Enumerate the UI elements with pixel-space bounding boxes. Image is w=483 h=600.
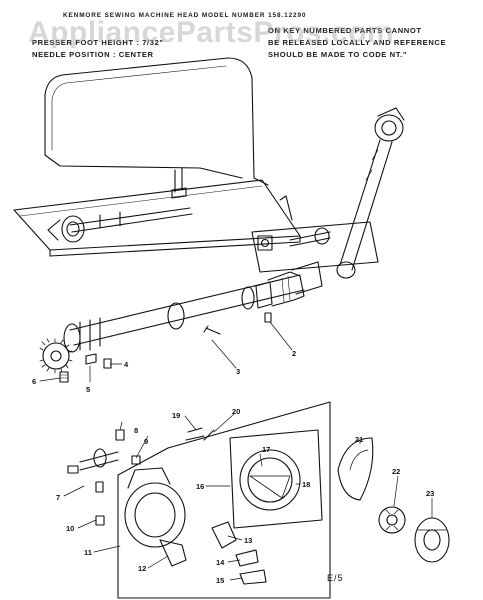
- callout-17: 17: [262, 445, 270, 454]
- diagram-title: KENMORE SEWING MACHINE HEAD MODEL NUMBER…: [63, 12, 307, 19]
- arm-shaft-view: [47, 207, 193, 243]
- callout-11: 11: [84, 548, 92, 557]
- callout-18: 18: [302, 480, 310, 489]
- reference-note-line-2: BE RELEASED LOCALLY AND REFERENCE: [268, 38, 447, 47]
- needle-position-note: NEEDLE POSITION : CENTER: [32, 50, 154, 59]
- callout-3: 3: [236, 367, 240, 376]
- callout-9: 9: [144, 437, 148, 446]
- reference-note-line-3: SHOULD BE MADE TO CODE NT.": [268, 50, 408, 59]
- callout-14: 14: [216, 558, 225, 567]
- presser-foot-note: PRESSER FOOT HEIGHT : 7/32": [32, 38, 164, 47]
- hook-assembly-frame: [67, 401, 331, 599]
- hook-drive-shaft: [39, 261, 323, 374]
- callout-8: 8: [134, 426, 138, 435]
- inset-view: [251, 195, 379, 273]
- callout-10: 10: [66, 524, 74, 533]
- callout-6: 6: [32, 377, 36, 386]
- callout-labels: 2 3 4 5 6 7 8 9 10 11 12 13 14 15 16 17 …: [32, 349, 434, 585]
- callout-13: 13: [244, 536, 252, 545]
- reference-note-line-1: ON KEY NUMBERED PARTS CANNOT: [268, 26, 422, 35]
- callout-19: 19: [172, 411, 180, 420]
- callout-leaders: [39, 321, 433, 581]
- callout-23: 23: [426, 489, 434, 498]
- callout-2: 2: [292, 349, 296, 358]
- page-number: E/5: [327, 573, 344, 583]
- machine-head-outline: [13, 57, 301, 257]
- connecting-rod: [336, 107, 405, 279]
- small-screws-left: [59, 353, 112, 383]
- callout-5: 5: [86, 385, 90, 394]
- callout-7: 7: [56, 493, 60, 502]
- callout-4: 4: [124, 360, 129, 369]
- callout-20: 20: [232, 407, 240, 416]
- callout-22: 22: [392, 467, 400, 476]
- watermark: AppliancePartsPros.com: [28, 16, 395, 49]
- callout-15: 15: [216, 576, 224, 585]
- bobbin-case-parts: [337, 437, 450, 563]
- callout-16: 16: [196, 482, 204, 491]
- callout-12: 12: [138, 564, 146, 573]
- callout-21: 21: [355, 435, 363, 444]
